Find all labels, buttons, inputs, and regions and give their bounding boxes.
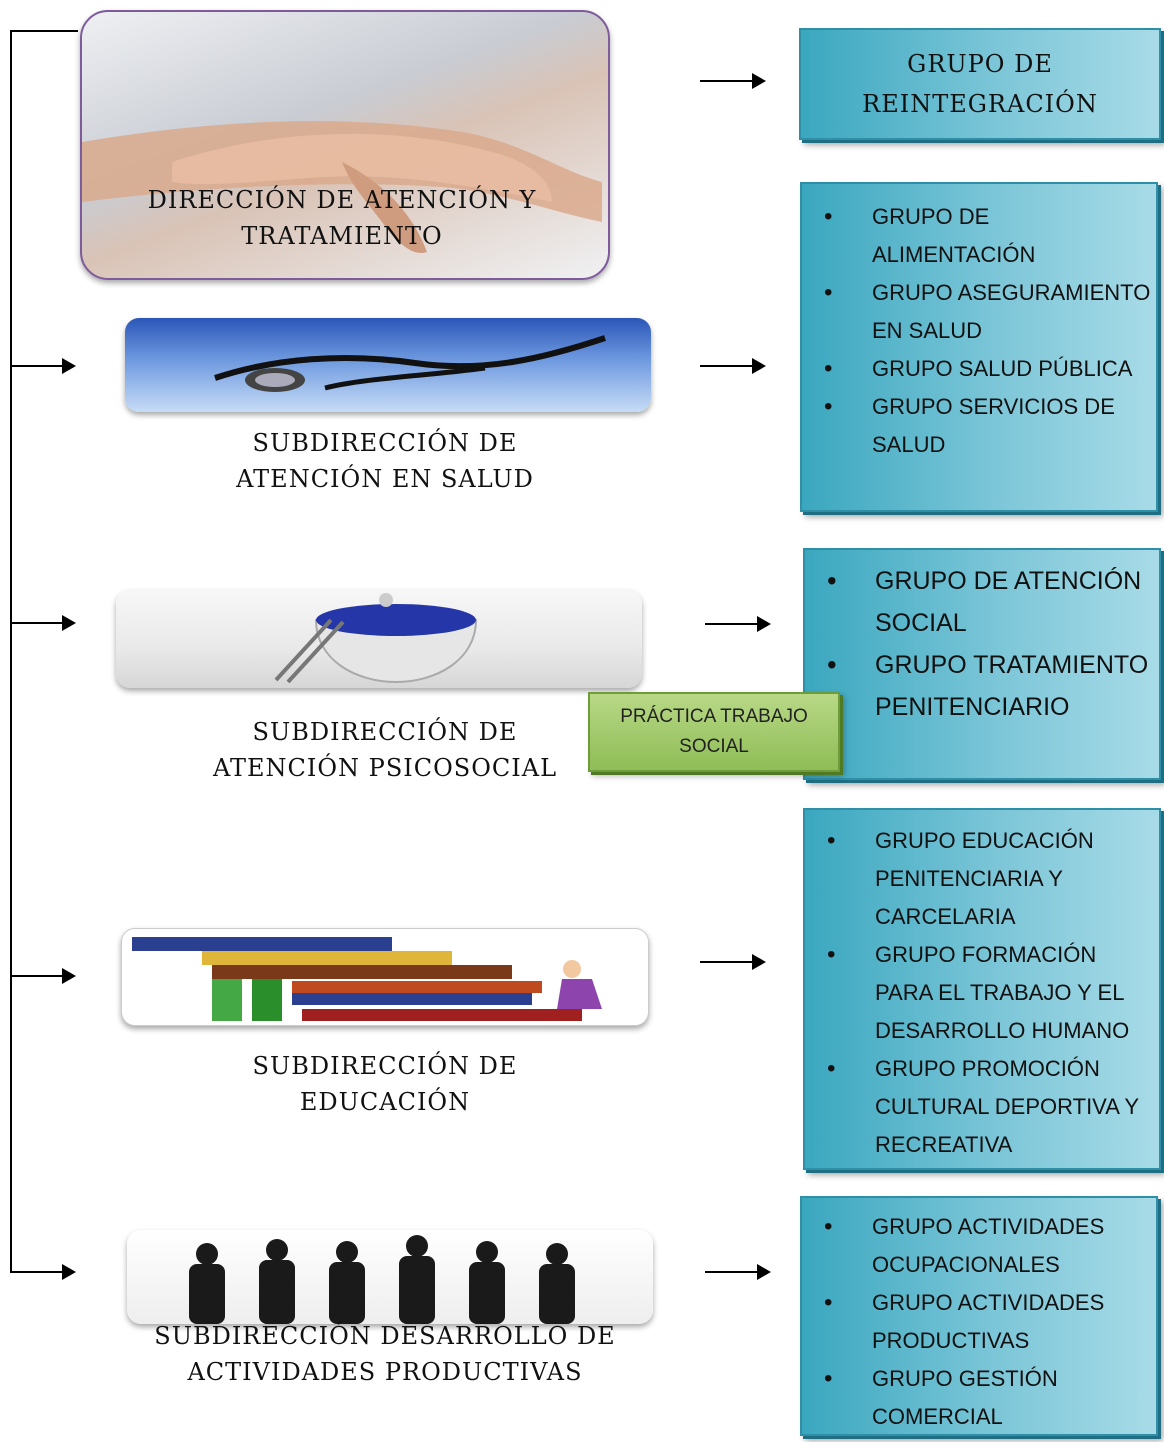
group-reintegracion-label: GRUPO DE REINTEGRACIÓN bbox=[862, 50, 1098, 118]
spine-top-line bbox=[10, 30, 78, 32]
arrow-psicosocial bbox=[705, 616, 771, 632]
group-item: GRUPO PROMOCIÓN CULTURAL DEPORTIVA Y REC… bbox=[805, 1050, 1159, 1164]
stethoscope-image bbox=[214, 335, 606, 392]
arrow-reintegracion bbox=[700, 73, 766, 89]
spine-arrow-psicosocial bbox=[10, 615, 76, 631]
productivas-caption: SUBDIRECCIÓN DESARROLLO DE ACTIVIDADES P… bbox=[154, 1322, 616, 1386]
arrow-educacion bbox=[700, 954, 766, 970]
psicosocial-caption: SUBDIRECCIÓN DE ATENCIÓN PSICOSOCIAL bbox=[212, 718, 558, 782]
spine-arrow-salud bbox=[10, 358, 76, 374]
group-box-psicosocial: GRUPO DE ATENCIÓN SOCIAL GRUPO TRATAMIEN… bbox=[803, 548, 1161, 780]
people-group-image bbox=[189, 1235, 575, 1324]
arrow-salud bbox=[700, 358, 766, 374]
spine-line bbox=[10, 30, 12, 1272]
productivas-image-box bbox=[127, 1230, 653, 1324]
group-item: GRUPO DE ALIMENTACIÓN bbox=[802, 198, 1156, 274]
group-item: GRUPO GESTIÓN COMERCIAL bbox=[802, 1360, 1156, 1436]
group-item: GRUPO TRATAMIENTO PENITENCIARIO bbox=[805, 644, 1159, 728]
educacion-image-box bbox=[121, 928, 649, 1026]
group-item: GRUPO ACTIVIDADES PRODUCTIVAS bbox=[802, 1284, 1156, 1360]
educacion-caption: SUBDIRECCIÓN DE EDUCACIÓN bbox=[252, 1052, 518, 1116]
group-box-educacion: GRUPO EDUCACIÓN PENITENCIARIA Y CARCELAR… bbox=[803, 808, 1161, 1170]
hands-image bbox=[82, 121, 602, 253]
salud-caption: SUBDIRECCIÓN DE ATENCIÓN EN SALUD bbox=[236, 429, 534, 493]
books-image bbox=[132, 937, 602, 1021]
group-item: GRUPO FORMACIÓN PARA EL TRABAJO Y EL DES… bbox=[805, 936, 1159, 1050]
direction-image-box: DIRECCIÓN DE ATENCIÓN Y TRATAMIENTO bbox=[80, 10, 610, 280]
direction-title: DIRECCIÓN DE ATENCIÓN Y TRATAMIENTO bbox=[147, 186, 537, 250]
note-practica-trabajo-social: PRÁCTICA TRABAJO SOCIAL bbox=[588, 692, 840, 772]
arrow-productivas bbox=[705, 1264, 771, 1280]
group-item: GRUPO ACTIVIDADES OCUPACIONALES bbox=[802, 1208, 1156, 1284]
group-item: GRUPO SALUD PÚBLICA bbox=[802, 350, 1156, 388]
group-item: GRUPO DE ATENCIÓN SOCIAL bbox=[805, 560, 1159, 644]
group-item: GRUPO SERVICIOS DE SALUD bbox=[802, 388, 1156, 464]
group-box-salud: GRUPO DE ALIMENTACIÓN GRUPO ASEGURAMIENT… bbox=[800, 182, 1158, 512]
salud-image-box bbox=[125, 318, 651, 412]
spine-arrow-productivas bbox=[10, 1264, 76, 1280]
group-box-reintegracion: GRUPO DE REINTEGRACIÓN bbox=[799, 28, 1161, 140]
spine-arrow-educacion bbox=[10, 968, 76, 984]
head-pool-image bbox=[274, 593, 478, 684]
group-item: GRUPO EDUCACIÓN PENITENCIARIA Y CARCELAR… bbox=[805, 822, 1159, 936]
group-box-productivas: GRUPO ACTIVIDADES OCUPACIONALES GRUPO AC… bbox=[800, 1196, 1158, 1436]
psicosocial-image-box bbox=[116, 590, 642, 688]
note-label: PRÁCTICA TRABAJO SOCIAL bbox=[620, 706, 808, 757]
group-item: GRUPO ASEGURAMIENTO EN SALUD bbox=[802, 274, 1156, 350]
